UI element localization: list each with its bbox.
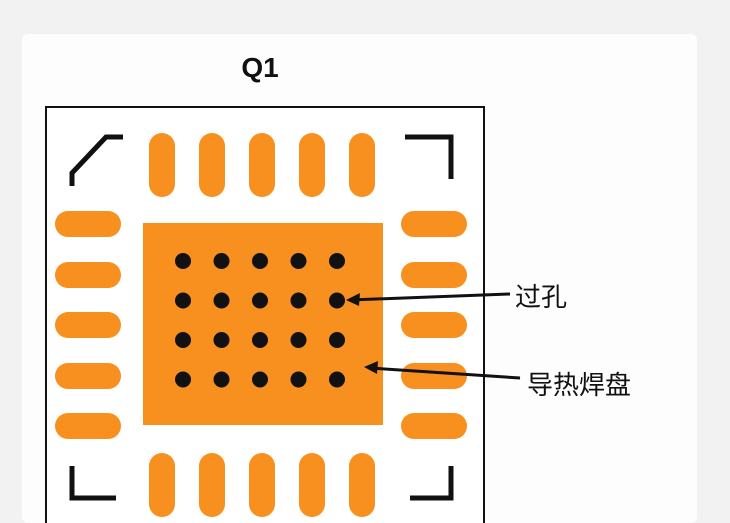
pin-pad-right <box>401 262 467 288</box>
pin-pad-top <box>299 133 325 197</box>
corner-mark-bottom-right <box>410 466 454 501</box>
via-hole <box>252 253 268 269</box>
thermal-pad-leader <box>364 361 521 380</box>
via-hole <box>213 292 230 309</box>
pin-pad-right <box>401 211 467 237</box>
pin-pad-left <box>55 363 121 389</box>
via-hole <box>329 292 345 309</box>
via-hole <box>213 253 230 269</box>
corner-mark-bottom-left <box>69 466 116 501</box>
via-grid <box>175 253 345 388</box>
via-hole <box>213 332 230 348</box>
pin-pad-top <box>149 133 175 197</box>
via-hole <box>329 332 345 348</box>
via-hole <box>175 292 191 309</box>
pin-pad-right <box>401 413 467 439</box>
pin-pad-bottom <box>199 453 225 517</box>
pin-pad-left <box>55 211 121 237</box>
pin1-corner-mark <box>69 134 123 186</box>
pin-pad-left <box>55 413 121 439</box>
via-hole <box>252 292 268 309</box>
via-hole <box>329 371 345 388</box>
pin-pad-left <box>55 262 121 288</box>
pin-pad-bottom <box>249 453 275 517</box>
pin-pad-bottom <box>149 453 175 517</box>
pin-pad-top <box>199 133 225 197</box>
via-hole <box>175 371 191 388</box>
pin-pad-bottom <box>349 453 375 517</box>
via-hole <box>252 332 268 348</box>
via-hole <box>213 371 230 388</box>
via-label: 过孔 <box>515 283 568 313</box>
via-hole <box>290 253 307 269</box>
via-hole <box>329 253 345 269</box>
pin-pad-top <box>249 133 275 197</box>
via-hole <box>290 332 307 348</box>
via-hole <box>290 371 307 388</box>
thermal-pad <box>143 223 383 425</box>
via-hole <box>175 253 191 269</box>
pin-pad-right <box>401 363 467 389</box>
via-hole <box>290 292 307 309</box>
thermal-pad-label: 导热焊盘 <box>527 371 632 401</box>
pin-pad-top <box>349 133 375 197</box>
component-title: Q1 <box>241 52 279 83</box>
via-leader <box>346 292 511 306</box>
pin-pad-bottom <box>299 453 325 517</box>
via-hole <box>252 371 268 388</box>
via-hole <box>175 332 191 348</box>
pin-pad-right <box>401 312 467 338</box>
pin-pad-left <box>55 312 121 338</box>
pin-pads <box>55 133 467 517</box>
corner-mark-top-right <box>405 134 454 179</box>
